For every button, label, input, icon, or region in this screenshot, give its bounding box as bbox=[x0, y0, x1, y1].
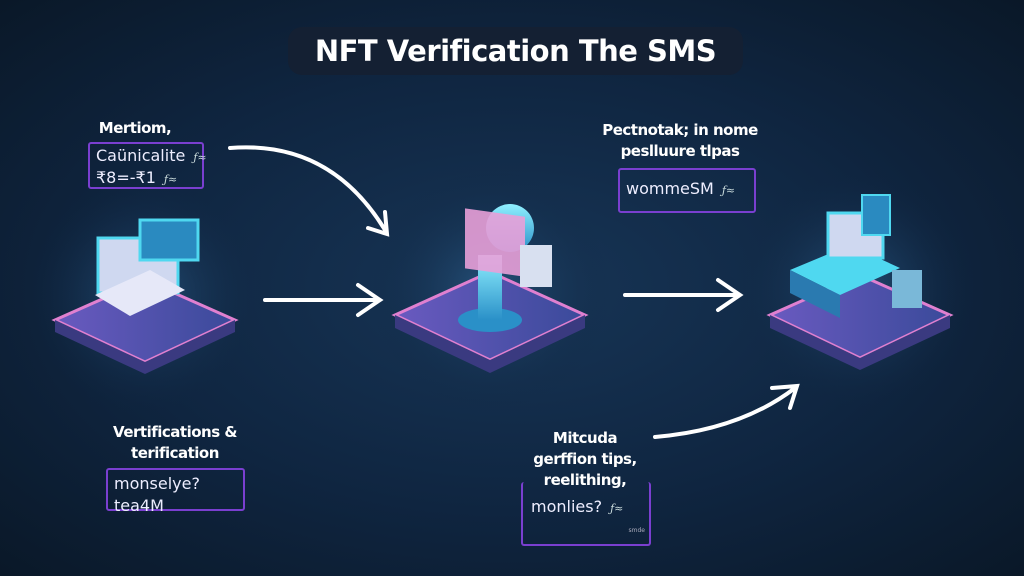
page-title: NFT Verification The SMS bbox=[288, 27, 743, 75]
step-1-label: Mertiom, bbox=[98, 119, 172, 137]
step-3-box: monselye? tea4M bbox=[106, 468, 245, 515]
platform-left-icon bbox=[25, 175, 265, 415]
arrow-right-1-icon bbox=[263, 283, 384, 317]
arrow-right-2-icon bbox=[623, 278, 744, 312]
platform-middle-icon bbox=[370, 170, 610, 410]
platform-right-icon bbox=[735, 170, 975, 410]
step-4-box: monlies?ƒ≈smde bbox=[521, 482, 651, 546]
curved-arrow-2-icon bbox=[653, 383, 800, 439]
step-3-label: Vertifications &terification bbox=[113, 423, 237, 462]
curved-arrow-1-icon bbox=[228, 145, 390, 237]
